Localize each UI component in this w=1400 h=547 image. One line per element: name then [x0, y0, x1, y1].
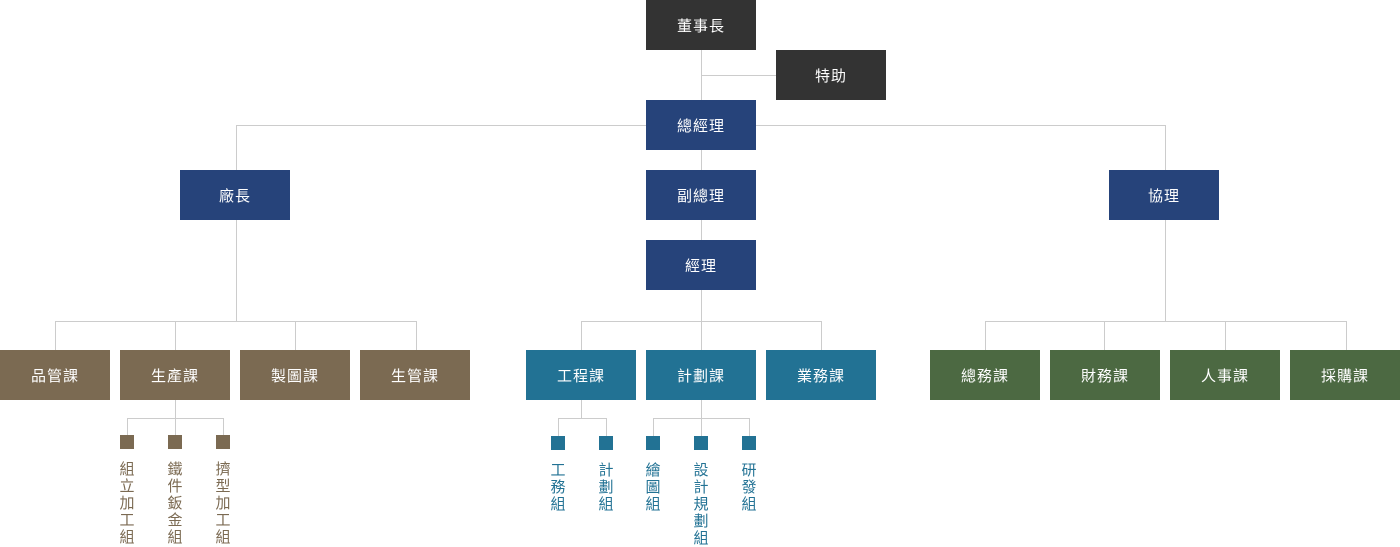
connector-line [1225, 321, 1226, 350]
connector-line [606, 418, 607, 436]
connector-line [701, 290, 702, 350]
dept-drafting: 製圖課 [240, 350, 350, 400]
general-manager-box: 總經理 [646, 100, 756, 150]
connector-line [701, 220, 702, 240]
dept-production: 生產課 [120, 350, 230, 400]
connector-line [701, 150, 702, 170]
group-marker [599, 436, 613, 450]
connector-line [985, 321, 1347, 322]
deputy-general-manager-box: 副總理 [646, 170, 756, 220]
dept-planning: 計劃課 [646, 350, 756, 400]
connector-line [127, 418, 128, 435]
group-design-planning: 設計規劃組 [693, 462, 709, 547]
group-marker [216, 435, 230, 449]
group-marker [742, 436, 756, 450]
connector-line [295, 321, 296, 350]
connector-line [1165, 125, 1166, 170]
group-marker [694, 436, 708, 450]
group-planning: 計劃組 [598, 462, 614, 513]
connector-line [175, 400, 176, 418]
group-research-development: 研發組 [741, 462, 757, 513]
connector-line [175, 418, 176, 435]
chairman-box: 董事長 [646, 0, 756, 50]
group-marker [646, 436, 660, 450]
connector-line [175, 321, 176, 350]
dept-quality-control: 品管課 [0, 350, 110, 400]
connector-line [749, 418, 750, 436]
connector-line [985, 321, 986, 350]
connector-line [223, 418, 224, 435]
dept-finance: 財務課 [1050, 350, 1160, 400]
manager-box: 經理 [646, 240, 756, 290]
connector-line [581, 400, 582, 418]
group-extrusion-processing: 擠型加工組 [215, 461, 231, 546]
dept-purchasing: 採購課 [1290, 350, 1400, 400]
group-iron-sheet-metal: 鐵件鈑金組 [167, 461, 183, 546]
connector-line [558, 418, 607, 419]
group-marker [551, 436, 565, 450]
connector-line [821, 321, 822, 350]
group-assembly-processing: 組立加工組 [119, 461, 135, 546]
connector-line [1165, 220, 1166, 321]
special-assistant-box: 特助 [776, 50, 886, 100]
connector-line [701, 418, 702, 436]
group-drawing: 繪圖組 [645, 462, 661, 513]
dept-general-affairs: 總務課 [930, 350, 1040, 400]
connector-line [55, 321, 417, 322]
connector-line [236, 220, 237, 321]
assistant-manager-box: 協理 [1109, 170, 1219, 220]
connector-line [236, 125, 237, 170]
dept-personnel: 人事課 [1170, 350, 1280, 400]
group-works: 工務組 [550, 462, 566, 513]
connector-line [581, 321, 822, 322]
connector-line [1346, 321, 1347, 350]
dept-engineering: 工程課 [526, 350, 636, 400]
connector-line [653, 418, 654, 436]
connector-line [55, 321, 56, 350]
connector-line [701, 75, 776, 76]
connector-line [701, 400, 702, 418]
dept-production-control: 生管課 [360, 350, 470, 400]
connector-line [581, 321, 582, 350]
group-marker [120, 435, 134, 449]
factory-director-box: 廠長 [180, 170, 290, 220]
connector-line [416, 321, 417, 350]
group-marker [168, 435, 182, 449]
connector-line [1104, 321, 1105, 350]
dept-sales: 業務課 [766, 350, 876, 400]
connector-line [558, 418, 559, 436]
